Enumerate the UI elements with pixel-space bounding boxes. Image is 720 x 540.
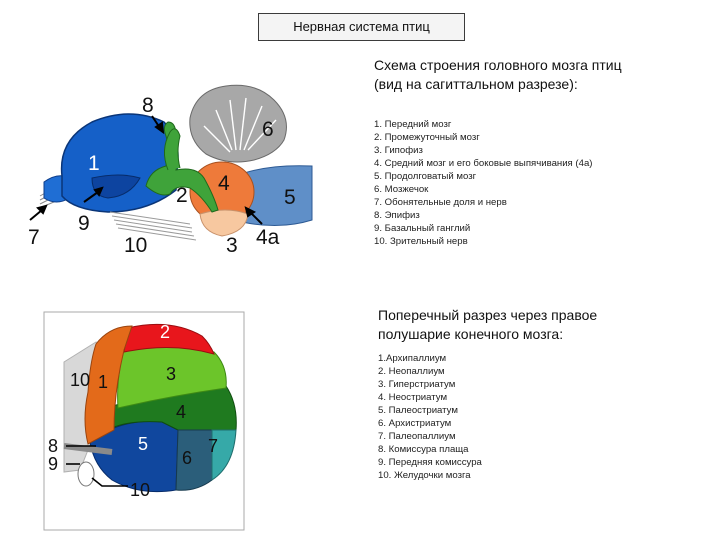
legend-item: 7. Обонятельные доля и нерв bbox=[374, 197, 507, 208]
cerebellum-shape bbox=[189, 84, 287, 163]
label-5: 5 bbox=[138, 434, 148, 454]
transverse-section-diagram: 2 10 1 3 4 8 5 7 6 9 10 bbox=[43, 311, 245, 531]
commissure-pallii bbox=[63, 443, 113, 455]
label-2: 2 bbox=[176, 184, 188, 207]
legend-item: 2. Промежуточный мозг bbox=[374, 132, 480, 143]
sagittal-brain-diagram: 8 6 1 4 2 5 9 7 4а 10 3 bbox=[28, 84, 313, 257]
label-9: 9 bbox=[78, 212, 90, 235]
label-pointers bbox=[66, 445, 128, 487]
paleostriatum-shape bbox=[89, 420, 179, 493]
legend-item: 8. Комиссура плаща bbox=[378, 444, 469, 455]
legend-item: 6. Мозжечок bbox=[374, 184, 429, 195]
legend-item: 9. Базальный ганглий bbox=[374, 223, 471, 234]
sagittal-heading-line1: Схема строения головного мозга птиц bbox=[374, 57, 622, 73]
label-2: 2 bbox=[160, 322, 170, 342]
label-pointers bbox=[29, 115, 263, 225]
label-8: 8 bbox=[142, 94, 154, 117]
sagittal-heading: Схема строения головного мозга птиц (вид… bbox=[374, 56, 622, 94]
medulla-shape bbox=[235, 165, 313, 227]
paleopallium-shape bbox=[211, 429, 237, 481]
label-1: 1 bbox=[98, 372, 108, 392]
slide-title: Нервная система птиц bbox=[258, 13, 465, 41]
legend-item: 9. Передняя комиссура bbox=[378, 457, 482, 468]
transverse-heading: Поперечный разрез через правое полушарие… bbox=[378, 306, 597, 344]
transverse-heading-line1: Поперечный разрез через правое bbox=[378, 307, 598, 323]
label-10b: 10 bbox=[130, 480, 150, 500]
label-4: 4 bbox=[218, 172, 230, 195]
legend-item: 4. Средний мозг и его боковые выпячивани… bbox=[374, 158, 593, 169]
label-8: 8 bbox=[48, 436, 58, 456]
label-9: 9 bbox=[48, 454, 58, 474]
legend-item: 3. Гипофиз bbox=[374, 145, 423, 156]
legend-item: 8. Эпифиз bbox=[374, 210, 420, 221]
label-10: 10 bbox=[124, 234, 147, 257]
anterior-commissure bbox=[77, 461, 95, 487]
legend-item: 1. Передний мозг bbox=[374, 119, 452, 130]
legend-item: 5. Продолговатый мозг bbox=[374, 171, 477, 182]
legend-item: 1.Архипаллиум bbox=[378, 353, 447, 364]
label-6: 6 bbox=[182, 448, 192, 468]
neopallium-shape bbox=[123, 323, 215, 355]
transverse-legend: 1.Архипаллиум 2. Неопаллиум 3. Гиперстри… bbox=[378, 352, 482, 482]
legend-item: 7. Палеопаллиум bbox=[378, 431, 456, 442]
legend-item: 6. Архистриатум bbox=[378, 418, 452, 429]
label-6: 6 bbox=[262, 118, 274, 141]
optic-nerve-fibers bbox=[109, 211, 197, 241]
legend-item: 2. Неопаллиум bbox=[378, 366, 445, 377]
label-3: 3 bbox=[226, 234, 238, 257]
label-4a: 4а bbox=[256, 226, 280, 249]
legend-item: 3. Гиперстриатум bbox=[378, 379, 456, 390]
transverse-heading-line2: полушарие конечного мозга: bbox=[378, 326, 564, 342]
label-7: 7 bbox=[208, 436, 218, 456]
hypophysis-shape bbox=[199, 209, 249, 237]
label-4: 4 bbox=[176, 402, 186, 422]
archipallium-shape bbox=[84, 325, 133, 445]
legend-item: 5. Палеостриатум bbox=[378, 405, 458, 416]
label-1: 1 bbox=[88, 152, 100, 175]
sagittal-legend: 1. Передний мозг 2. Промежуточный мозг 3… bbox=[374, 118, 592, 248]
legend-item: 4. Неостриатум bbox=[378, 392, 448, 403]
legend-item: 10. Желудочки мозга bbox=[378, 470, 471, 481]
legend-item: 10. Зрительный нерв bbox=[374, 236, 468, 247]
cerebellum-folia bbox=[203, 97, 277, 153]
label-5: 5 bbox=[284, 186, 296, 209]
label-3: 3 bbox=[166, 364, 176, 384]
label-10: 10 bbox=[70, 370, 90, 390]
label-7: 7 bbox=[28, 226, 40, 249]
epiphysis-stalk bbox=[164, 128, 181, 171]
sagittal-heading-line2: (вид на сагиттальном разрезе): bbox=[374, 76, 578, 92]
